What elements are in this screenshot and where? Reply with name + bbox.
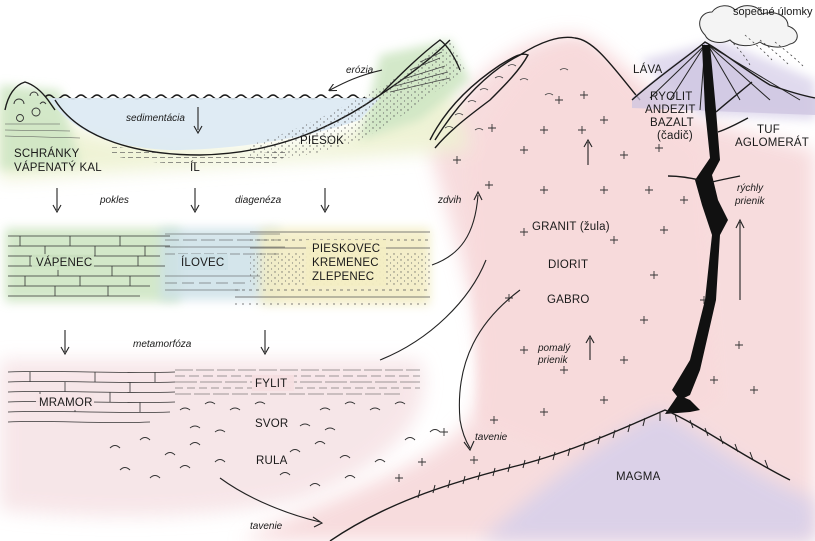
label-prienik-fast: prienik	[734, 196, 765, 207]
sand-slope	[250, 40, 465, 160]
sedimentation-arrowhead	[193, 125, 203, 135]
process-arrows	[52, 188, 521, 528]
magma-feeder	[665, 395, 700, 414]
label-sedimentacia: sedimentácia	[126, 113, 185, 124]
magma-wash	[480, 410, 815, 541]
volcano-cone	[632, 42, 815, 115]
label-rychly: rýchly	[737, 183, 764, 194]
label-ryolit: RYOLIT	[650, 91, 693, 103]
label-pomaly: pomalý	[537, 343, 571, 354]
label-aglomerat: AGLOMERÁT	[735, 136, 809, 149]
label-cadic: (čadič)	[657, 130, 693, 142]
label-bg-ilovec	[178, 254, 228, 270]
label-erozia: erózia	[346, 65, 374, 76]
label-bg-fylit	[252, 375, 294, 391]
lava-conduit	[672, 45, 728, 400]
label-diorit: DIORIT	[548, 259, 588, 271]
label-vapenaty-kal: VÁPENATÝ KAL	[14, 161, 102, 174]
label-bazalt: BAZALT	[650, 117, 694, 129]
water-body	[48, 98, 380, 150]
metamorphic-band	[7, 369, 441, 487]
metamorphic-uplift-curve	[379, 259, 487, 361]
label-granit: GRANIT (žula)	[532, 221, 610, 233]
label-gabro: GABRO	[547, 294, 590, 306]
granite-mountain	[395, 36, 758, 482]
ridge-marks	[444, 64, 569, 131]
sill-branch-2	[711, 175, 741, 183]
label-pieskovec: PIESKOVEC	[312, 243, 380, 255]
eroding-hill	[379, 39, 461, 96]
label-zdvih: zdvih	[437, 195, 462, 206]
sedimentation-basin	[4, 39, 465, 166]
label-zlepenec: ZLEPENEC	[312, 271, 374, 283]
label-mramor: MRAMOR	[39, 397, 93, 409]
crust-fracture	[329, 409, 791, 541]
melting-curve-mid	[458, 289, 521, 449]
label-piesok: PIESOK	[300, 135, 344, 147]
hill-layers	[389, 51, 451, 93]
label-kremenec: KREMENEC	[312, 257, 379, 269]
volcano	[631, 5, 815, 400]
mud-layer	[110, 145, 290, 166]
label-sopecne-ulomky: sopečné úlomky	[733, 6, 813, 18]
uplift-curve	[431, 194, 479, 266]
mountain-outline	[434, 36, 641, 141]
granite-crosses	[395, 91, 758, 482]
label-tavenie-bottom: tavenie	[250, 521, 283, 532]
label-andezit: ANDEZIT	[645, 104, 696, 116]
labels: SCHRÁNKY VÁPENATÝ KAL ÍL PIESOK sediment…	[14, 6, 813, 532]
label-schranky: SCHRÁNKY	[14, 147, 80, 160]
label-ilovec: ÍLOVEC	[181, 256, 224, 269]
lava-branch	[715, 81, 753, 113]
label-tuf: TUF	[757, 124, 780, 136]
label-metamorfoza: metamorfóza	[133, 339, 192, 350]
ash-plume	[699, 5, 798, 48]
chamber-ticks	[417, 413, 769, 499]
sandstone-stipple	[235, 231, 430, 305]
sediment-ridge	[429, 53, 529, 149]
label-bg-pieskovec	[306, 240, 386, 286]
erosion-arrow	[330, 69, 383, 90]
label-tavenie-mid: tavenie	[475, 432, 508, 443]
ash-fall	[729, 34, 804, 67]
label-pokles: pokles	[99, 195, 129, 206]
sill-branch	[667, 175, 701, 181]
label-magma: MAGMA	[616, 471, 661, 483]
reef-layers	[4, 123, 81, 139]
lava-branch-2	[717, 117, 749, 133]
schist-squiggles	[179, 401, 406, 433]
label-svor: SVOR	[255, 418, 288, 430]
metamorphic-wash	[0, 360, 424, 517]
phyllite-lines	[175, 369, 420, 395]
granite-pink-core	[470, 45, 720, 470]
label-lava: LÁVA	[633, 63, 662, 76]
label-diageneza: diagenéza	[235, 195, 282, 206]
label-il: ÍL	[190, 161, 200, 174]
melting-curve-bottom	[219, 477, 321, 523]
marble-blocks	[7, 371, 176, 423]
volcano-layers	[649, 44, 801, 111]
label-fylit: FYLIT	[255, 378, 287, 390]
label-vapenec: VÁPENEC	[36, 256, 92, 269]
gneiss-squiggles	[109, 429, 441, 487]
label-bg-mramor	[36, 394, 94, 410]
label-rula: RULA	[256, 455, 288, 467]
label-bg-vapenec	[32, 254, 94, 270]
label-prienik-slow: prienik	[537, 355, 568, 366]
shell-reef	[4, 81, 56, 111]
shells	[13, 91, 47, 122]
magma-chamber	[329, 395, 791, 541]
